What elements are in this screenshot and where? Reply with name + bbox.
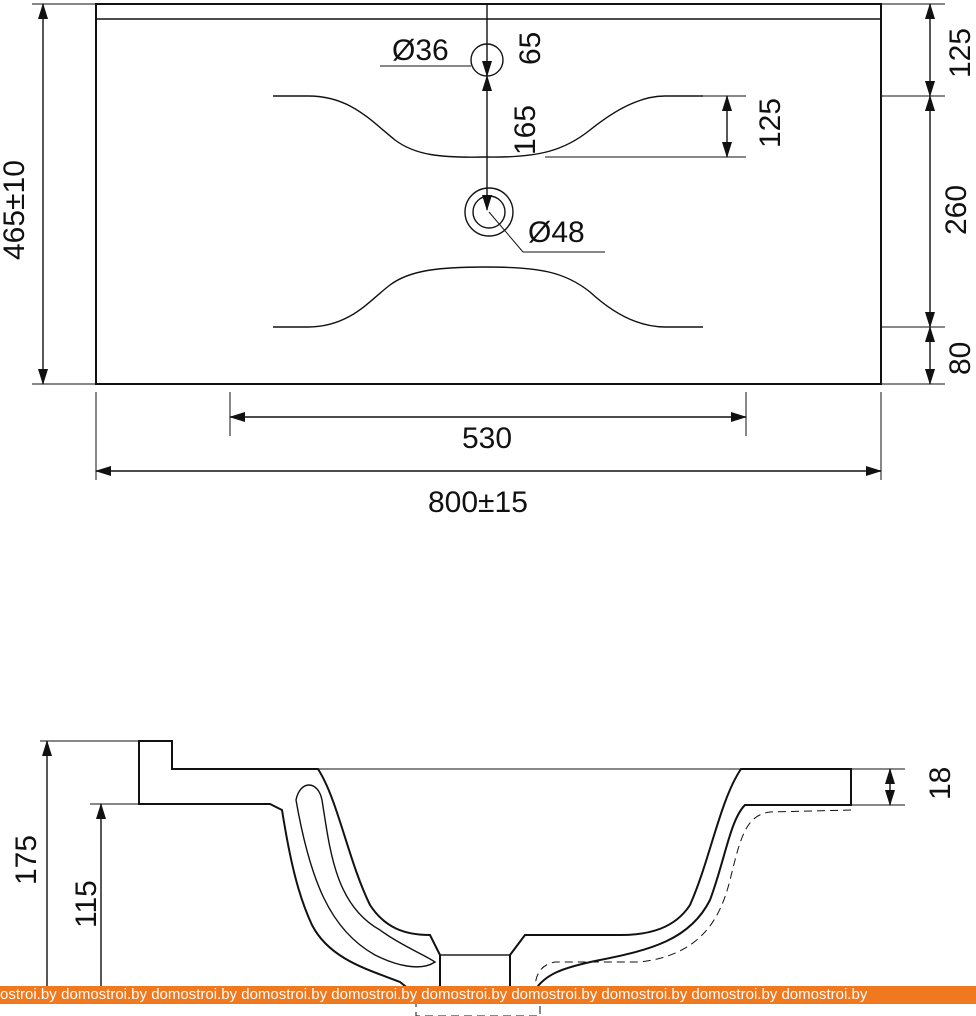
top-view: Ø36 65 165 Ø48 125 465±10 125 260 80 <box>0 3 976 519</box>
section-view: 175 115 18 <box>10 740 957 1016</box>
basin-width-label: 530 <box>462 422 512 455</box>
watermark-repeat: domostroi.by domostroi.by domostroi.by d… <box>61 986 868 1003</box>
sink-outline <box>95 3 882 385</box>
drain-outlet <box>439 954 511 991</box>
right-dim-top-label: 125 <box>944 28 976 78</box>
basin-lower-curve <box>273 266 703 328</box>
right-dashed-profile <box>534 809 852 991</box>
depth-label: 465±10 <box>0 160 31 260</box>
rim-thickness-label: 18 <box>924 767 957 800</box>
body-height-label: 115 <box>70 880 103 928</box>
watermark-fragment: ostroi.by <box>0 986 57 1003</box>
left-channel <box>295 784 437 968</box>
watermark-strip: ostroi.by domostroi.by domostroi.by domo… <box>0 986 976 1004</box>
right-dim-middle-label: 260 <box>940 185 973 235</box>
basin-inner-label: 125 <box>754 98 787 148</box>
basin-upper-curve <box>273 95 703 158</box>
overflow-diameter-label: Ø36 <box>392 34 449 67</box>
drain-leader <box>488 211 524 253</box>
drain-outer <box>464 187 514 237</box>
drain-outlet-dashed <box>415 999 541 1016</box>
drain-diameter-label: Ø48 <box>528 216 585 249</box>
right-dim-bottom-label: 80 <box>944 342 976 375</box>
left-shell <box>138 740 441 991</box>
overflow-to-drain-label: 165 <box>509 105 542 155</box>
overflow-offset-label: 65 <box>514 32 547 65</box>
overall-width-label: 800±15 <box>428 486 528 519</box>
total-height-label: 175 <box>10 835 43 885</box>
drain-inner <box>472 195 506 229</box>
right-shell <box>509 768 852 991</box>
